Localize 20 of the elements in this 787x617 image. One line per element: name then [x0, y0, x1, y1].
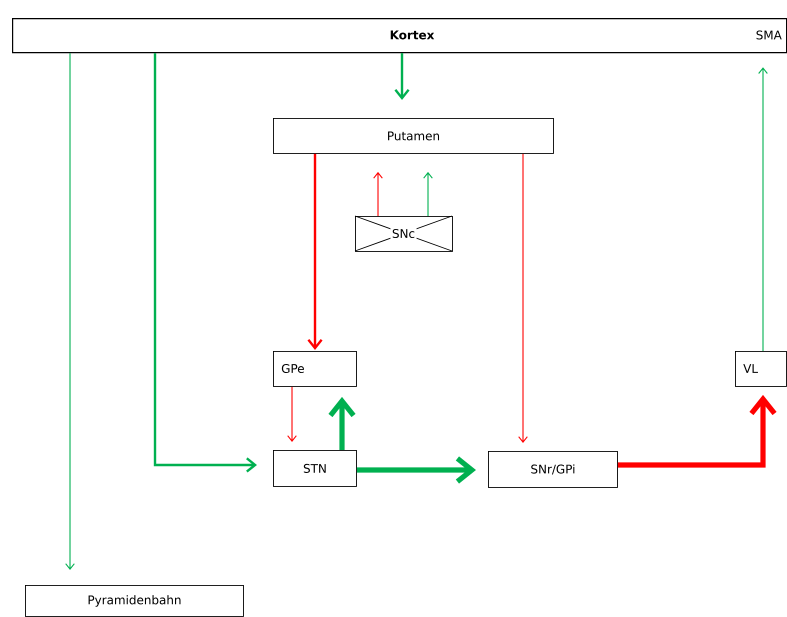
arrow: [328, 396, 356, 450]
box: GPe: [273, 351, 357, 387]
box: VL: [735, 351, 787, 387]
arrow: [423, 172, 433, 216]
arrow: [356, 456, 476, 484]
arrow: [518, 154, 528, 443]
arrow: [758, 67, 768, 351]
box: Pyramidenbahn: [25, 585, 244, 617]
arrow: [373, 172, 383, 216]
arrow: [394, 53, 410, 100]
box: Putamen: [273, 118, 554, 154]
box: SNr/GPi: [488, 451, 618, 488]
cortex-bar: Kortex SMA: [12, 18, 787, 54]
arrow: [65, 53, 75, 570]
arrow: [307, 154, 323, 350]
arrow: [154, 53, 257, 473]
crossed-out-box: SNc: [354, 216, 453, 252]
box: STN: [273, 450, 357, 487]
arrow: [618, 394, 777, 468]
arrow: [287, 386, 297, 442]
